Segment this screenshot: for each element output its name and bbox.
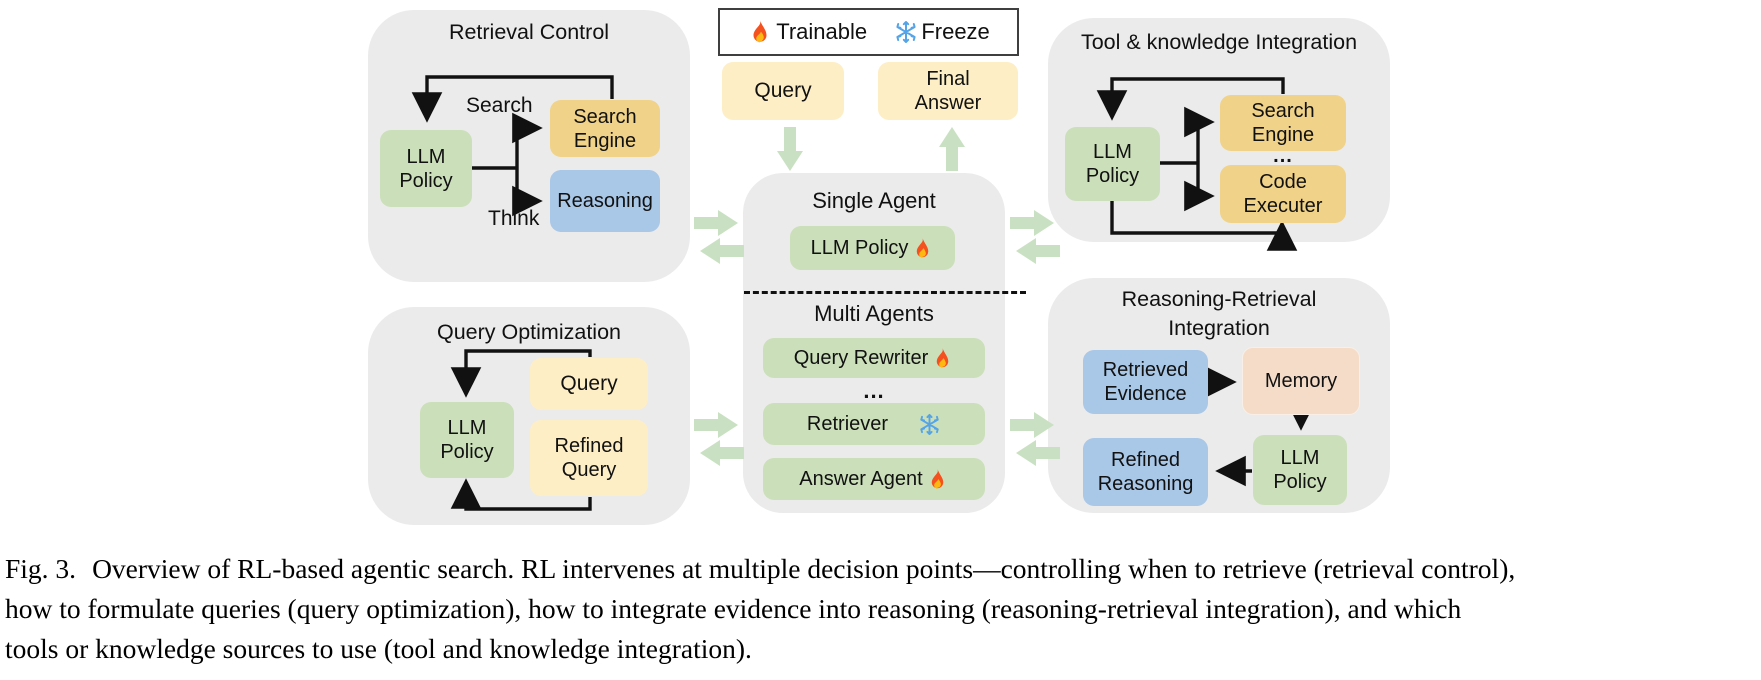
snowflake-icon (918, 413, 941, 436)
flow-arrow-left (700, 238, 744, 269)
answer-agent-box: Answer Agent (763, 458, 985, 500)
answer-agent-label: Answer Agent (799, 468, 923, 490)
caption-line: how to formulate queries (query optimiza… (5, 593, 1462, 624)
tools-ellipsis: ... (1273, 145, 1293, 167)
legend-freeze: Freeze (894, 19, 990, 45)
memory-box: Memory (1242, 347, 1360, 415)
caption-fig-label: Fig. 3. (5, 553, 77, 584)
flame-icon (931, 347, 954, 370)
single-multi-divider (744, 291, 1026, 294)
flow-arrow-right (694, 210, 738, 241)
single-agent-llm-policy-box: LLM Policy (790, 226, 955, 270)
query-rewriter-box: Query Rewriter (763, 338, 985, 378)
refined-query-box: Refined Query (530, 420, 648, 496)
retrieved-evidence-box: Retrieved Evidence (1083, 350, 1208, 414)
retrieval-control-title: Retrieval Control (448, 20, 610, 44)
tool-knowledge-title: Tool & knowledge Integration (1080, 30, 1358, 54)
multi-agents-ellipsis: ... (863, 378, 885, 403)
flow-arrow-query-down (777, 127, 803, 176)
flow-arrow-left (1016, 238, 1060, 269)
legend: Trainable Freeze (718, 8, 1019, 56)
reasoning-box: Reasoning (550, 170, 660, 232)
retriever-label: Retriever (806, 413, 889, 435)
query-box: Query (530, 358, 648, 410)
flame-icon (926, 468, 949, 491)
flow-arrow-right (694, 412, 738, 443)
search-engine-box: Search Engine (1220, 95, 1346, 151)
query-box: Query (722, 62, 844, 120)
llm-policy-box: LLM Policy (380, 130, 472, 207)
refined-reasoning-box: Refined Reasoning (1083, 438, 1208, 506)
caption-line: Fig. 3. Overview of RL-based agentic sear… (5, 549, 1761, 589)
query-optimization-title: Query Optimization (436, 320, 621, 344)
caption-text: Overview of RL-based agentic search. RL … (92, 553, 1516, 584)
caption-line: tools or knowledge sources to use (tool … (5, 633, 752, 664)
snowflake-icon (894, 20, 918, 44)
legend-trainable: Trainable (747, 19, 867, 45)
flame-icon (747, 19, 773, 45)
flow-arrow-left (1016, 440, 1060, 471)
flow-arrow-answer-up (939, 127, 965, 176)
llm-policy-box: LLM Policy (1253, 435, 1347, 505)
legend-trainable-label: Trainable (776, 19, 868, 44)
flow-arrow-left (700, 440, 744, 471)
search-edge-label: Search (466, 94, 533, 117)
flow-arrow-right (1010, 210, 1054, 241)
llm-policy-box: LLM Policy (1065, 127, 1160, 201)
retriever-box: Retriever (763, 403, 985, 445)
llm-policy-label: LLM Policy (810, 237, 909, 259)
flame-icon (911, 237, 934, 260)
single-agent-title: Single Agent (812, 188, 936, 213)
final-answer-box: Final Answer (878, 62, 1018, 120)
figure-caption: Fig. 3. Overview of RL-based agentic sear… (5, 549, 1761, 669)
flow-arrow-right (1010, 412, 1054, 443)
llm-policy-box: LLM Policy (420, 402, 514, 478)
query-rewriter-label: Query Rewriter (793, 347, 929, 369)
reasoning-retrieval-title: Reasoning-Retrieval Integration (1121, 287, 1317, 340)
code-executer-box: Code Executer (1220, 165, 1346, 223)
think-edge-label: Think (488, 207, 540, 230)
multi-agents-title: Multi Agents (814, 301, 934, 326)
legend-freeze-label: Freeze (921, 19, 990, 44)
search-engine-box: Search Engine (550, 100, 660, 157)
